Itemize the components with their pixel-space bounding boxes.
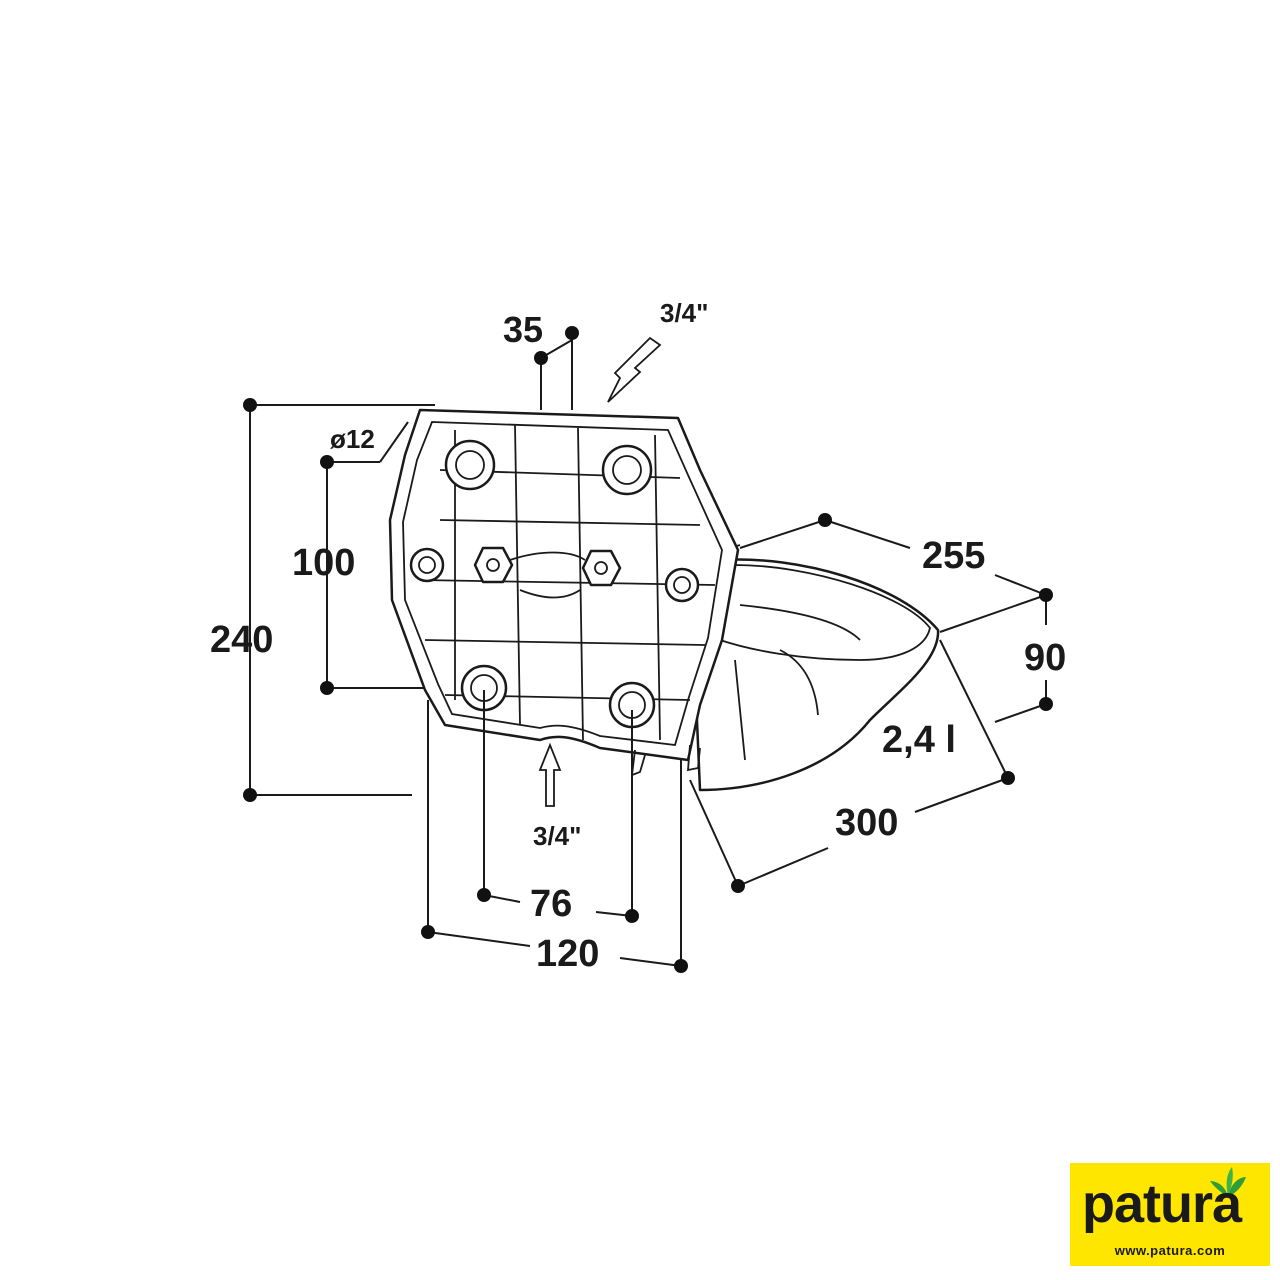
leaf-icon xyxy=(1210,1167,1246,1197)
mounting-plate xyxy=(388,408,740,777)
drinking-bowl xyxy=(688,544,940,792)
inlet-arrow-bottom xyxy=(538,742,562,807)
label-width-120: 120 xyxy=(536,933,599,975)
label-height-240: 240 xyxy=(210,619,273,661)
logo-brand-name: patura xyxy=(1082,1174,1242,1234)
label-hole-diameter: ø12 xyxy=(330,424,375,454)
label-spacing-76: 76 xyxy=(530,883,572,925)
label-thread-top: 3/4" xyxy=(660,298,708,328)
logo-url: www.patura.com xyxy=(1114,1243,1226,1258)
label-height-90: 90 xyxy=(1024,637,1066,679)
label-volume: 2,4 l xyxy=(882,719,956,761)
label-offset-35: 35 xyxy=(503,309,543,350)
dimension-dots xyxy=(243,326,1053,973)
label-width-300: 300 xyxy=(835,802,898,844)
label-thread-bottom: 3/4" xyxy=(533,821,581,851)
label-depth-255: 255 xyxy=(922,535,985,577)
label-hole-spacing-100: 100 xyxy=(292,542,355,584)
patura-logo: patura www.patura.com xyxy=(1070,1163,1270,1266)
inlet-arrow-top xyxy=(607,336,662,403)
